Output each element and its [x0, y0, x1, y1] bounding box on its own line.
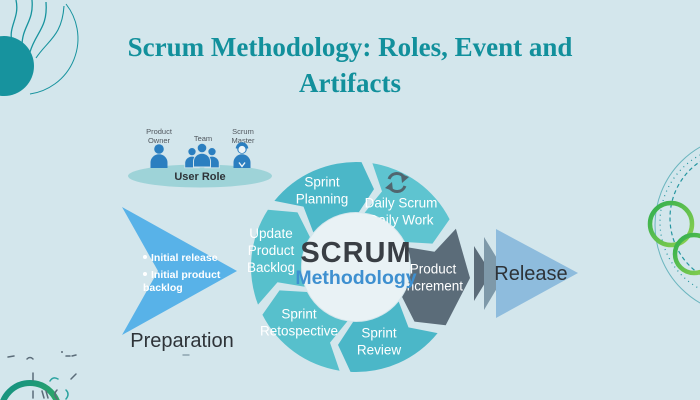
- release-triangle-small: [474, 246, 491, 301]
- team-icon: [184, 142, 220, 169]
- page-title: Scrum Methodology: Roles, Event and Arti…: [127, 32, 573, 98]
- top-left-plant-decoration: [0, 0, 79, 96]
- cycle-segment-update-product-backlog: [251, 209, 310, 305]
- team-label: Team: [194, 134, 212, 143]
- bottom-left-confetti-decoration: [0, 351, 190, 400]
- scrum-master-icon: [233, 142, 251, 168]
- cycle-segment-sprint-review: [338, 301, 438, 373]
- preparation-label: Preparation: [130, 330, 233, 352]
- scrum-master-label-line1: Scrum: [232, 127, 254, 136]
- center-subtitle: Methodology: [295, 267, 416, 289]
- release-label: Release: [494, 263, 567, 285]
- bullet-initial-release: Initial release: [143, 252, 221, 266]
- cycle-segment-sprint-retospective: [262, 290, 348, 371]
- cycle-segment-product-increment: [402, 228, 470, 326]
- user-role-ellipse: [128, 164, 272, 188]
- center-title: SCRUM: [300, 237, 411, 269]
- teal-circle-decoration: [0, 36, 34, 96]
- cycle-segment-daily-scrum: [364, 163, 450, 244]
- product-owner-label-line1: Product: [146, 127, 173, 136]
- user-role-group: User Role Product Owner Team Scrum Maste…: [128, 127, 272, 188]
- release-arrow-group: Release: [474, 229, 578, 318]
- release-triangle-mid: [484, 237, 506, 310]
- refresh-icon: [385, 171, 409, 194]
- cycle-center-circle: [302, 213, 410, 321]
- bullet-initial-product-backlog: Initial product backlog: [143, 268, 221, 295]
- release-triangle-large: [496, 229, 578, 318]
- scrum-master-label-line2: Master: [232, 136, 255, 145]
- user-role-caption: User Role: [174, 171, 225, 183]
- preparation-bullets: Initial release Initial product backlog: [143, 252, 221, 299]
- right-edge-circles-decoration: [647, 146, 700, 304]
- cycle-segment-sprint-planning: [274, 161, 374, 233]
- product-owner-person-icon: [150, 144, 168, 168]
- product-owner-label-line2: Owner: [148, 136, 171, 145]
